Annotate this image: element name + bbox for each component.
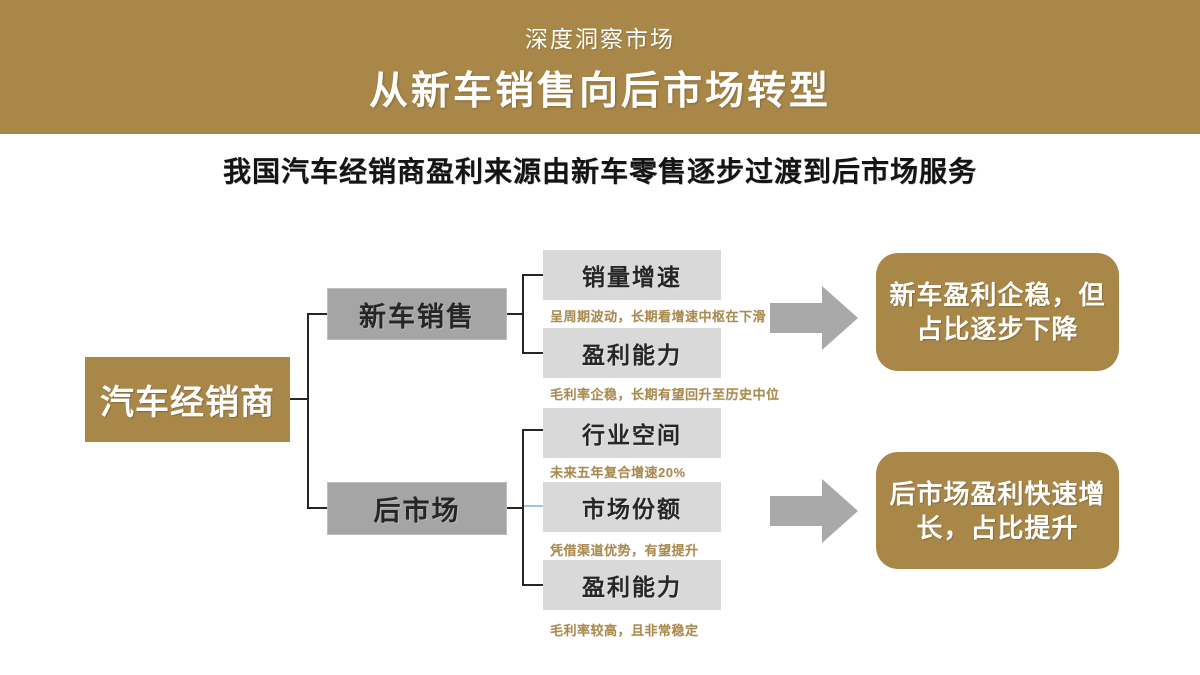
connector-line <box>290 398 308 400</box>
connector-line <box>507 313 524 315</box>
connector-line-blue <box>524 505 543 507</box>
factor-node-sales-growth: 销量增速 <box>543 250 721 300</box>
factor-node-market-share: 市场份额 <box>543 482 721 532</box>
factor-note: 毛利率企稳，长期有望回升至历史中位 <box>550 387 780 402</box>
factor-node-industry-space: 行业空间 <box>543 408 721 458</box>
factor-note: 凭借渠道优势，有望提升 <box>550 543 699 558</box>
flow-arrow-icon <box>822 479 858 543</box>
outcome-box-newcar: 新车盈利企稳，但 占比逐步下降 <box>876 253 1119 371</box>
slide-subtitle: 我国汽车经销商盈利来源由新车零售逐步过渡到后市场服务 <box>222 156 977 187</box>
connector-line <box>524 429 543 431</box>
outcome-text-line: 占比逐步下降 <box>916 314 1079 344</box>
slide-header-band: 深度洞察市场 从新车销售向后市场转型 <box>0 0 1200 134</box>
connector-line <box>309 507 327 509</box>
flow-arrow-icon <box>770 303 822 333</box>
flow-arrow-icon <box>770 496 822 526</box>
root-node-dealer: 汽车经销商 <box>85 357 290 442</box>
page-title: 从新车销售向后市场转型 <box>368 70 831 113</box>
connector-line <box>524 274 543 276</box>
connector-line <box>522 429 524 586</box>
connector-line <box>524 584 543 586</box>
header-eyebrow: 深度洞察市场 <box>525 26 675 52</box>
outcome-box-aftermarket: 后市场盈利快速增 长，占比提升 <box>876 452 1119 569</box>
outcome-text-line: 后市场盈利快速增 <box>889 478 1106 509</box>
connector-line <box>522 274 524 354</box>
outcome-text-line: 长，占比提升 <box>916 512 1079 543</box>
branch-node-new-car-sales: 新车销售 <box>327 288 507 340</box>
flow-arrow-icon <box>822 286 858 350</box>
factor-node-profitability-aftermarket: 盈利能力 <box>543 560 721 610</box>
factor-note: 未来五年复合增速20% <box>550 465 686 480</box>
connector-line <box>309 313 327 315</box>
branch-node-aftermarket: 后市场 <box>327 482 507 535</box>
outcome-text-line: 新车盈利企稳，但 <box>889 280 1106 310</box>
factor-note: 呈周期波动，长期看增速中枢在下滑 <box>550 309 767 324</box>
factor-node-profitability-newcar: 盈利能力 <box>543 328 721 378</box>
connector-line <box>507 507 524 509</box>
factor-note: 毛利率较高，且非常稳定 <box>550 623 699 638</box>
connector-line <box>524 352 543 354</box>
connector-line <box>307 313 309 509</box>
